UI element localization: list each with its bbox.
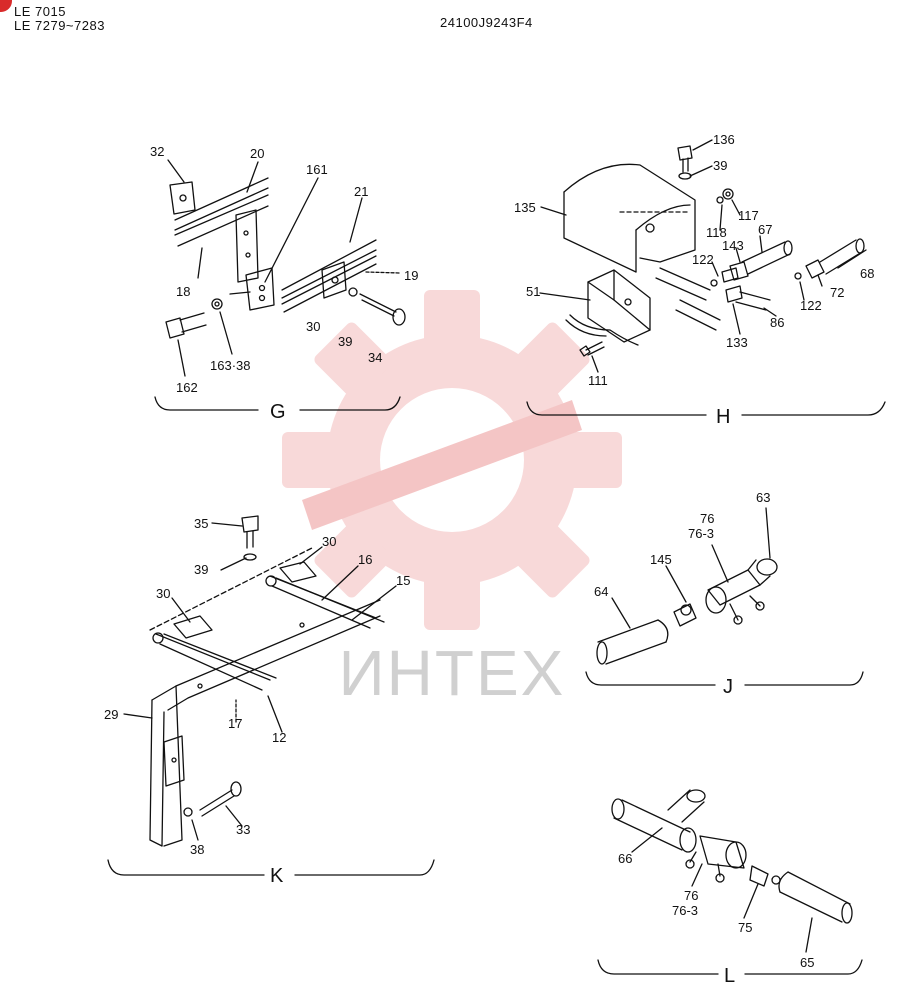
section-title-j: J — [723, 676, 733, 698]
label-l-66: 66 — [618, 851, 632, 866]
label-k-38: 38 — [190, 842, 204, 857]
model-list-line-1: LE 7015 — [14, 4, 66, 19]
label-k-16: 16 — [358, 552, 372, 567]
label-h-143: 143 — [722, 238, 744, 253]
label-h-39: 39 — [713, 158, 727, 173]
label-k-30a: 30 — [322, 534, 336, 549]
section-title-l: L — [724, 965, 735, 987]
label-h-122b: 122 — [800, 298, 822, 313]
label-h-111: 111 — [588, 373, 608, 388]
label-k-30b: 30 — [156, 586, 170, 601]
label-h-135: 135 — [514, 200, 536, 215]
section-h — [526, 139, 886, 416]
label-j-64: 64 — [594, 584, 608, 599]
label-h-122a: 122 — [692, 252, 714, 267]
label-g-32: 32 — [150, 144, 164, 159]
label-h-136: 136 — [713, 132, 735, 147]
label-j-76-3: 76-3 — [688, 526, 714, 541]
drawing-code: 24100J9243F4 — [440, 15, 533, 30]
section-title-g: G — [270, 401, 286, 423]
section-j — [585, 507, 864, 686]
model-list-line-2: LE 7279~7283 — [14, 18, 105, 33]
section-title-h: H — [716, 406, 730, 428]
label-j-145: 145 — [650, 552, 672, 567]
label-j-76: 76 — [700, 511, 714, 526]
label-g-20: 20 — [250, 146, 264, 161]
label-h-67: 67 — [758, 222, 772, 237]
label-h-118: 118 — [706, 225, 727, 240]
label-g-161: 161 — [306, 162, 328, 177]
section-g — [154, 159, 406, 411]
label-l-76: 76 — [684, 888, 698, 903]
part-labels: 32 20 161 21 18 19 30 39 34 162 163·38 G… — [104, 132, 874, 987]
label-h-86: 86 — [770, 315, 784, 330]
section-k — [107, 515, 435, 876]
label-l-76-3: 76-3 — [672, 903, 698, 918]
label-g-19: 19 — [404, 268, 418, 283]
watermark-text: ИНТЕХ — [339, 637, 566, 709]
label-h-72: 72 — [830, 285, 844, 300]
label-k-12: 12 — [272, 730, 286, 745]
label-g-163-38: 163·38 — [210, 358, 250, 373]
label-k-15: 15 — [396, 573, 410, 588]
label-j-63: 63 — [756, 490, 770, 505]
label-k-17: 17 — [228, 716, 242, 731]
label-g-34: 34 — [368, 350, 382, 365]
label-g-30: 30 — [306, 319, 320, 334]
section-title-k: K — [270, 865, 284, 887]
label-k-33: 33 — [236, 822, 250, 837]
watermark-logo: ИНТЕХ — [282, 290, 622, 709]
label-g-21: 21 — [354, 184, 368, 199]
label-g-18: 18 — [176, 284, 190, 299]
label-h-68: 68 — [860, 266, 874, 281]
label-l-75: 75 — [738, 920, 752, 935]
label-h-117: 117 — [738, 208, 759, 223]
label-g-162: 162 — [176, 380, 198, 395]
label-h-51: 51 — [526, 284, 540, 299]
label-k-35: 35 — [194, 516, 208, 531]
label-k-39: 39 — [194, 562, 208, 577]
label-l-65: 65 — [800, 955, 814, 970]
label-g-39: 39 — [338, 334, 352, 349]
section-l — [597, 789, 863, 975]
label-h-133: 133 — [726, 335, 748, 350]
label-k-29: 29 — [104, 707, 118, 722]
